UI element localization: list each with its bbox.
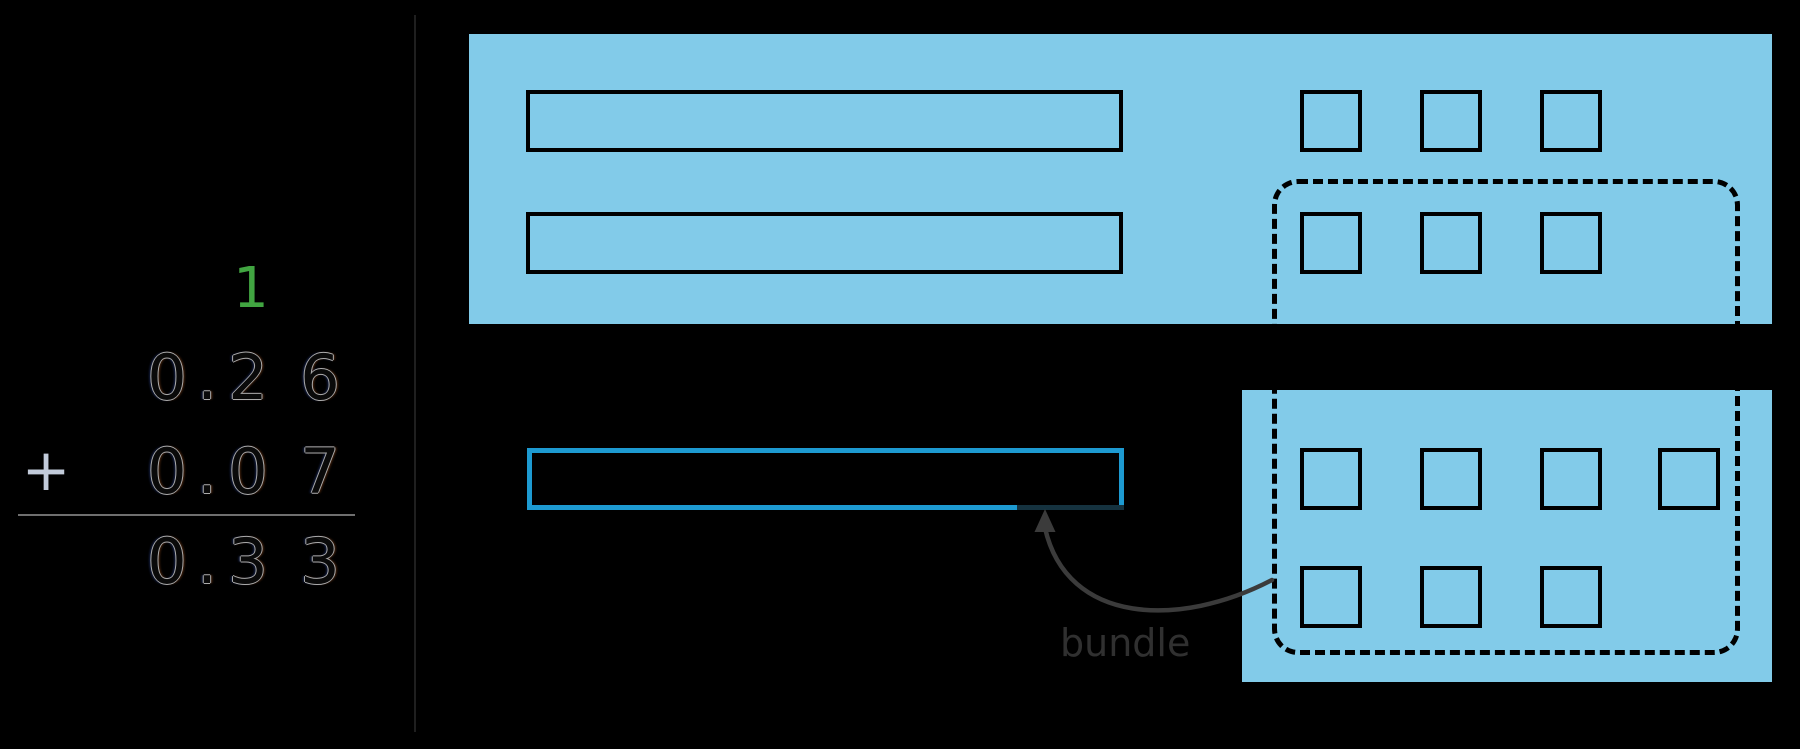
tenth-bar xyxy=(526,212,1123,274)
hundredth-square xyxy=(1300,212,1362,274)
column-divider-line xyxy=(414,15,416,732)
addend1-decimal-point: . xyxy=(197,341,217,414)
hundredth-square xyxy=(1540,212,1602,274)
addend2-decimal-point: . xyxy=(197,435,217,508)
bundled-tenth-bar xyxy=(527,448,1124,510)
addend2-ones-digit: 0 xyxy=(147,435,187,508)
hundredth-square xyxy=(1300,90,1362,152)
sum-tenths-digit: 3 xyxy=(228,525,268,598)
bundled-hundredths-panel xyxy=(1242,390,1772,682)
hundredth-square xyxy=(1420,448,1482,510)
sum-decimal-point: . xyxy=(197,525,217,598)
hundredth-square xyxy=(1658,448,1720,510)
bundle-group-outline xyxy=(1272,179,1740,655)
hundredth-square xyxy=(1420,90,1482,152)
hundredth-square xyxy=(1420,566,1482,628)
addend2-hundredths-digit: 7 xyxy=(300,435,340,508)
hundredth-square xyxy=(1540,448,1602,510)
tenth-bar xyxy=(526,90,1123,152)
hundredth-square xyxy=(1300,448,1362,510)
plus-sign: + xyxy=(21,436,71,504)
addend1-ones-digit: 0 xyxy=(147,341,187,414)
addend2-tenths-digit: 0 xyxy=(228,435,268,508)
bundled-tenth-bar-bottom-edge-dark xyxy=(1017,505,1124,510)
sum-hundredths-digit: 3 xyxy=(300,525,340,598)
bundle-arrow xyxy=(1034,509,1275,613)
hundredth-square xyxy=(1540,566,1602,628)
hundredth-square xyxy=(1420,212,1482,274)
addend1-tenths-digit: 2 xyxy=(228,341,268,414)
hundredth-square xyxy=(1300,566,1362,628)
carry-digit: 1 xyxy=(233,256,269,321)
sum-rule-line xyxy=(18,514,355,516)
hundredth-square xyxy=(1540,90,1602,152)
bundled-tenth-bar-bottom-edge xyxy=(527,505,1017,510)
addend1-hundredths-digit: 6 xyxy=(300,341,340,414)
bundle-label: bundle xyxy=(1060,621,1191,665)
sum-ones-digit: 0 xyxy=(147,525,187,598)
